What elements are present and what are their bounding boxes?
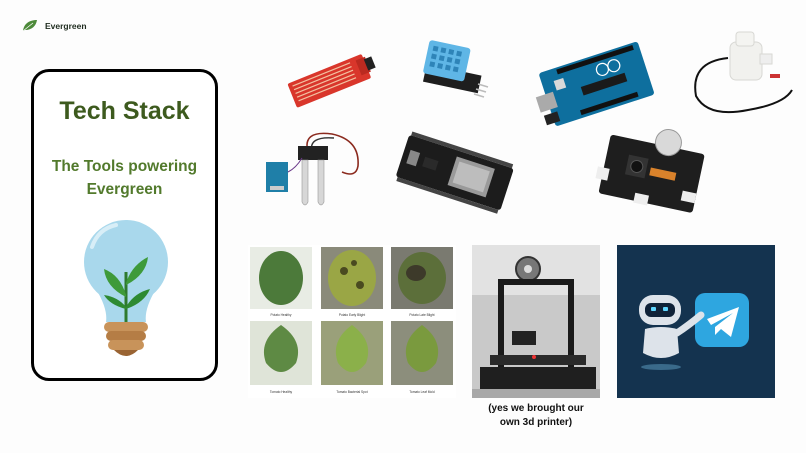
- 3d-printer-illustration: [472, 245, 600, 398]
- leaf-label-3: Potato Late Blight: [409, 313, 434, 317]
- water-pump-image: [688, 18, 796, 118]
- soil-sensor-illustration: [266, 132, 359, 206]
- arduino-uno-image: [532, 38, 660, 126]
- printer-caption-line2: own 3d printer): [499, 416, 573, 428]
- brand-name: Evergreen: [45, 20, 87, 31]
- telegram-bot-illustration: [639, 293, 749, 370]
- tech-stack-card: Tech Stack The Tools powering Evergreen: [31, 69, 218, 381]
- leaf-label-5: Tomato Bacterial Spot: [336, 390, 367, 394]
- printer-caption: (yes we brought our own 3d printer): [472, 402, 600, 429]
- card-subtitle-line1: The Tools powering: [51, 158, 198, 175]
- printer-caption-line1: (yes we brought our: [488, 403, 584, 414]
- esp32-cam-illustration: [595, 129, 705, 213]
- telegram-icon: [695, 293, 749, 347]
- leaf-label-6: Tomato Leaf Mold: [409, 390, 435, 394]
- card-subtitle-line2: Evergreen: [86, 181, 163, 198]
- leaf-label-4: Tomato Healthy: [270, 390, 293, 394]
- card-subtitle: The Tools powering Evergreen: [34, 155, 215, 201]
- telegram-bot-image: [617, 245, 775, 398]
- water-sensor-illustration: [287, 54, 376, 108]
- 3d-printer-photo: [472, 245, 600, 398]
- esp8266-nodemcu-image: [392, 127, 520, 217]
- leaf-icon: [22, 20, 37, 32]
- dht11-illustration: [422, 40, 489, 98]
- leaf-dataset-illustration: Potato Healthy Potato Early Blight Potat…: [250, 247, 453, 394]
- lightbulb-plant-icon: [84, 220, 168, 356]
- water-level-sensor-image: [283, 38, 383, 110]
- dht11-sensor-image: [418, 40, 490, 102]
- nodemcu-illustration: [396, 131, 514, 214]
- soil-moisture-sensor-image: [262, 122, 366, 212]
- leaf-dataset-grid: Potato Healthy Potato Early Blight Potat…: [248, 245, 456, 398]
- card-title: Tech Stack: [59, 97, 190, 125]
- leaf-label-2: Potato Early Blight: [339, 313, 365, 317]
- brand-logo: Evergreen: [22, 19, 87, 32]
- arduino-illustration: [535, 41, 654, 126]
- leaf-label-1: Potato Healthy: [271, 313, 292, 317]
- esp32-cam-image: [590, 122, 716, 222]
- water-pump-illustration: [694, 31, 793, 114]
